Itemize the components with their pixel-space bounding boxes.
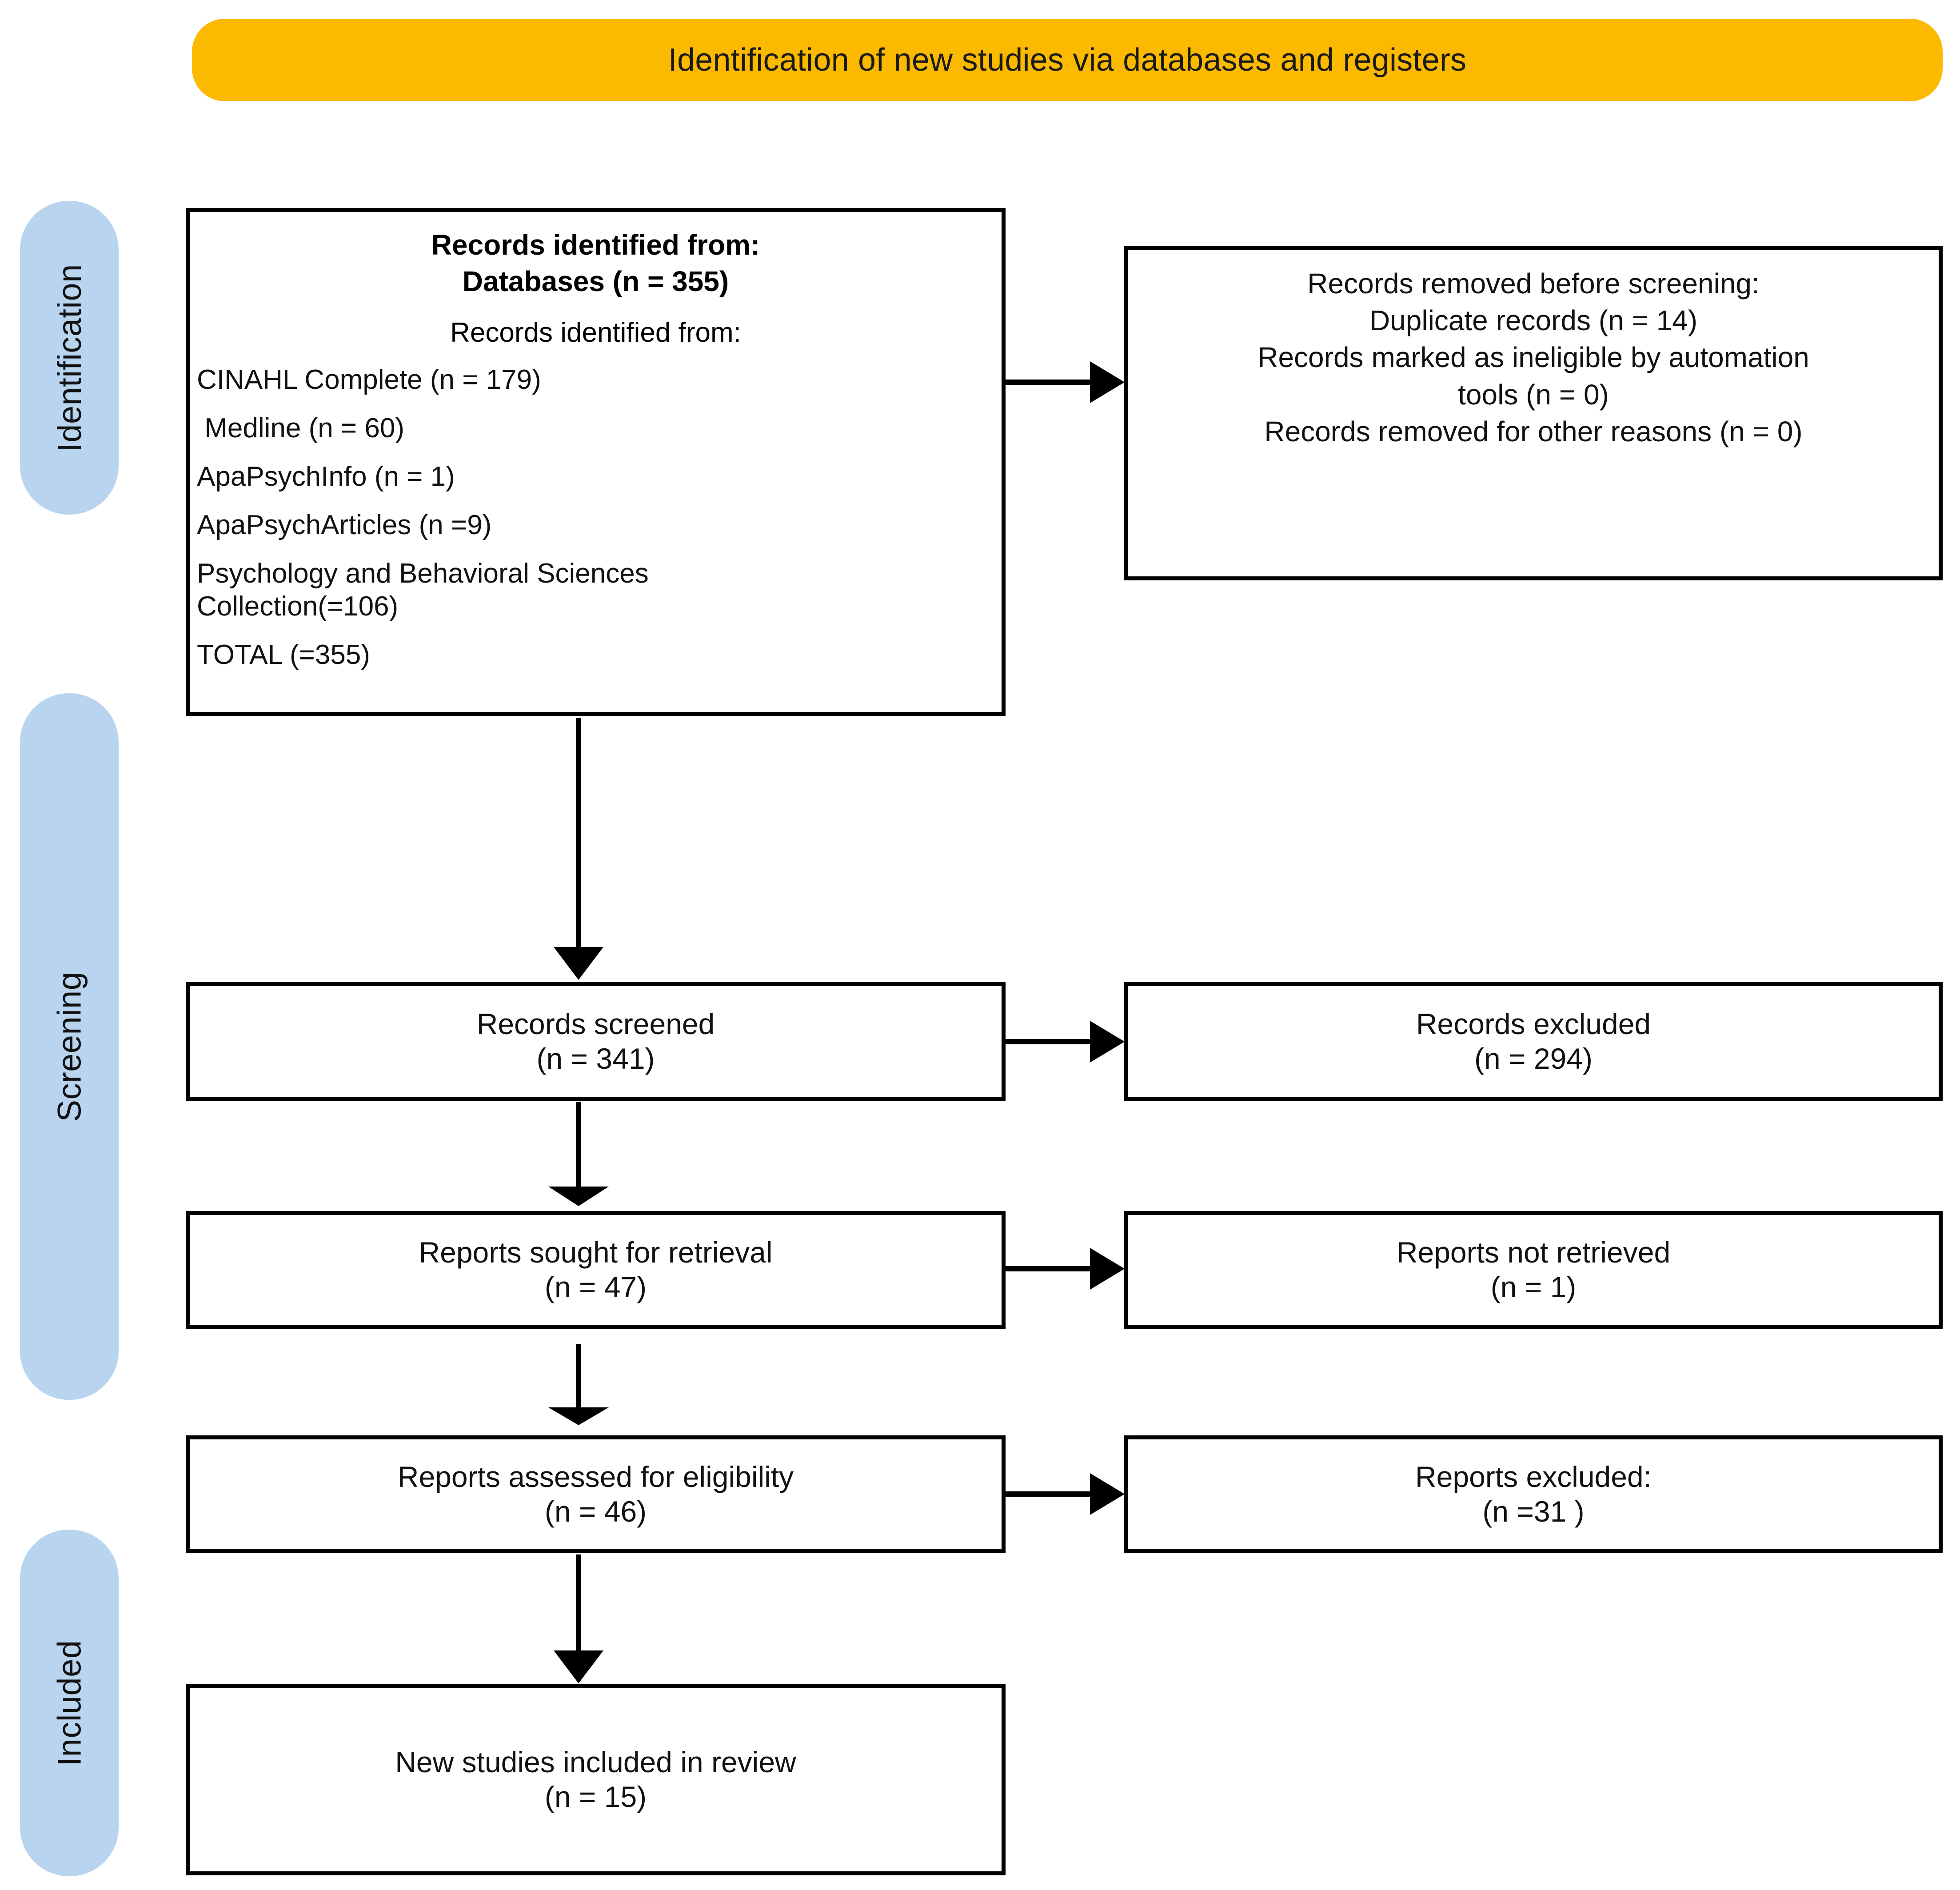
box-subheading: Records identified from:	[450, 317, 741, 348]
stage-label-screening: Screening	[20, 693, 119, 1400]
arrow-shaft	[1006, 380, 1094, 385]
box-title: Reports sought for retrieval	[419, 1235, 773, 1269]
source-item-total: TOTAL (=355)	[197, 639, 370, 670]
box-records-identified: Records identified from: Databases (n = …	[186, 208, 1006, 716]
arrow-head-icon	[1090, 1473, 1125, 1515]
box-title: Reports assessed for eligibility	[397, 1460, 794, 1493]
page-title: Identification of new studies via databa…	[668, 42, 1467, 78]
box-records-removed: Records removed before screening: Duplic…	[1124, 246, 1943, 580]
box-reports-excluded: Reports excluded: (n =31 )	[1124, 1435, 1943, 1553]
removed-line: tools (n = 0)	[1458, 378, 1609, 411]
removed-line: Duplicate records (n = 14)	[1369, 304, 1698, 337]
box-title: Reports excluded:	[1415, 1460, 1652, 1493]
removed-line: Records removed for other reasons (n = 0…	[1264, 415, 1803, 448]
stage-label-text: Included	[51, 1640, 88, 1766]
box-heading-line2: Databases (n = 355)	[462, 265, 729, 297]
arrow-shaft	[1006, 1266, 1094, 1271]
source-item: CINAHL Complete (n = 179)	[197, 364, 541, 395]
box-title: Records excluded	[1416, 1007, 1651, 1041]
source-item: ApaPsychInfo (n = 1)	[197, 461, 455, 492]
stage-label-text: Screening	[51, 971, 88, 1122]
arrow-head-icon	[548, 1187, 609, 1206]
source-item: ApaPsychArticles (n =9)	[197, 510, 492, 541]
arrow-shaft	[576, 1102, 581, 1189]
arrow-shaft	[576, 1554, 581, 1655]
box-count: (n = 1)	[1490, 1270, 1577, 1303]
arrow-head-icon	[554, 1650, 603, 1683]
arrow-shaft	[1006, 1039, 1094, 1044]
arrow-head-icon	[1090, 361, 1125, 403]
stage-label-included: Included	[20, 1530, 119, 1876]
arrow-shaft	[576, 718, 581, 951]
arrow-shaft	[576, 1344, 581, 1410]
arrow-shaft	[1006, 1491, 1094, 1497]
box-reports-not-retrieved: Reports not retrieved (n = 1)	[1124, 1211, 1943, 1329]
box-title: Records screened	[476, 1007, 715, 1041]
box-count: (n = 294)	[1474, 1042, 1593, 1075]
box-count: (n = 341)	[536, 1042, 655, 1075]
box-records-screened: Records screened (n = 341)	[186, 982, 1006, 1101]
box-count: (n =31 )	[1482, 1494, 1585, 1528]
source-item: Psychology and Behavioral Sciences	[197, 558, 649, 589]
source-item: Medline (n = 60)	[197, 412, 404, 444]
stage-label-text: Identification	[51, 264, 88, 452]
removed-line: Records removed before screening:	[1307, 268, 1760, 300]
source-item: Collection(=106)	[197, 591, 399, 622]
stage-label-identification: Identification	[20, 201, 119, 515]
box-new-studies-included: New studies included in review (n = 15)	[186, 1684, 1006, 1875]
box-heading-line1: Records identified from:	[431, 229, 760, 261]
arrow-head-icon	[1090, 1248, 1125, 1290]
source-list: CINAHL Complete (n = 179) Medline (n = 6…	[190, 364, 1002, 671]
diagram-header-banner: Identification of new studies via databa…	[192, 19, 1943, 101]
box-records-excluded: Records excluded (n = 294)	[1124, 982, 1943, 1101]
box-reports-sought: Reports sought for retrieval (n = 47)	[186, 1211, 1006, 1329]
arrow-head-icon	[548, 1407, 609, 1425]
box-count: (n = 46)	[544, 1494, 647, 1528]
box-reports-assessed: Reports assessed for eligibility (n = 46…	[186, 1435, 1006, 1553]
removed-line: Records marked as ineligible by automati…	[1257, 341, 1809, 374]
box-heading: Records identified from: Databases (n = …	[190, 227, 1002, 300]
box-count: (n = 47)	[544, 1270, 647, 1303]
box-count: (n = 15)	[544, 1780, 647, 1813]
box-title: Reports not retrieved	[1396, 1235, 1671, 1269]
arrow-head-icon	[1090, 1021, 1125, 1063]
arrow-head-icon	[554, 947, 603, 980]
box-title: New studies included in review	[395, 1746, 796, 1779]
